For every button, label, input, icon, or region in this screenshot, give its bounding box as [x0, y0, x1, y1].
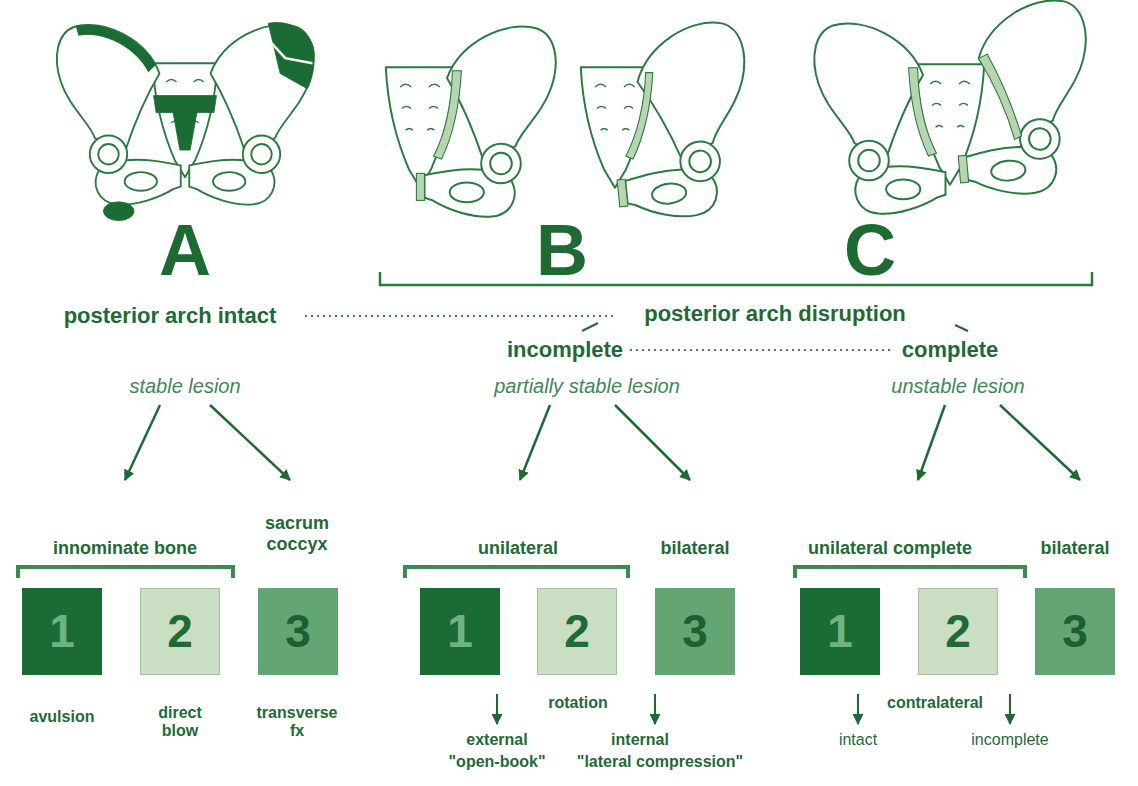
- type-letter: A: [159, 214, 211, 286]
- group-heading: bilateral: [1040, 538, 1109, 559]
- subtype-number: 3: [285, 606, 311, 657]
- symphysis-disruption: [958, 155, 968, 183]
- stability-label: unstable lesion: [891, 375, 1024, 398]
- subcategory-heading: incomplete: [507, 337, 623, 362]
- subtype-number: 1: [49, 606, 75, 657]
- dotted-line: [305, 315, 615, 317]
- group-heading: bilateral: [660, 538, 729, 559]
- branch-arrow: [210, 405, 290, 480]
- type-letter: C: [844, 214, 896, 286]
- sacrum-use: [153, 63, 218, 177]
- subtype-note: contralateral: [887, 694, 983, 712]
- subtype-number: 1: [447, 606, 473, 657]
- half-pelvis: [425, 27, 556, 217]
- category-heading: posterior arch disruption: [644, 301, 906, 326]
- displaced-half-pelvis: [952, 0, 1099, 199]
- down-arrow: [857, 694, 859, 724]
- group-heading: unilateral complete: [808, 538, 972, 559]
- half-pelvis: [610, 19, 760, 222]
- subtype-box: 1: [22, 588, 102, 675]
- subtype-note: intact: [839, 731, 877, 749]
- iliac-fracture: [978, 52, 1021, 142]
- subtype-number: 3: [1062, 606, 1088, 657]
- subtype-box: 3: [1035, 588, 1115, 675]
- subtype-box: 2: [537, 588, 617, 675]
- branch-arrow: [1000, 405, 1080, 480]
- sacral-compression: [626, 73, 653, 159]
- group-bracket: [405, 567, 628, 578]
- symphysis-disruption: [416, 173, 424, 200]
- group-bracket: [795, 567, 1025, 578]
- subtype-box: 1: [420, 588, 500, 675]
- subtype-note: "lateral compression": [577, 753, 743, 771]
- subcategory-heading: complete: [902, 337, 999, 362]
- subtype-box: 2: [140, 588, 220, 675]
- fracture-line: [268, 40, 312, 64]
- subtype-box: 1: [800, 588, 880, 675]
- branch-tick: [955, 325, 968, 331]
- subtype-note: "open-book": [449, 753, 546, 771]
- branch-arrow: [125, 405, 160, 480]
- si-disruption: [909, 68, 937, 156]
- transverse-sacral-fracture: [154, 96, 217, 150]
- avulsion-fracture: [76, 25, 155, 72]
- type-letter: B: [536, 214, 588, 286]
- wing-fracture: [268, 22, 314, 88]
- subtype-note: incomplete: [971, 731, 1048, 749]
- ischial-avulsion: [103, 202, 134, 221]
- subtype-number: 2: [945, 606, 971, 657]
- group-heading: unilateral: [478, 538, 558, 559]
- down-arrow: [496, 694, 498, 724]
- subtype-note: external: [466, 731, 527, 749]
- dotted-line: [630, 349, 893, 351]
- branch-arrow: [520, 405, 550, 480]
- stability-label: partially stable lesion: [494, 375, 680, 398]
- subtype-note: internal: [611, 731, 669, 749]
- sacrum-use: [386, 67, 454, 188]
- subtype-box: 3: [655, 588, 735, 675]
- ramus-fracture: [617, 179, 628, 207]
- subtype-number: 3: [682, 606, 708, 657]
- group-heading: sacrum coccyx: [265, 513, 329, 554]
- si-disruption: [434, 71, 462, 159]
- branch-arrow: [918, 405, 945, 480]
- group-heading: innominate bone: [53, 538, 197, 559]
- down-arrow: [1009, 694, 1011, 724]
- subtype-note: direct blow: [158, 704, 202, 741]
- half-pelvis: [57, 25, 181, 205]
- subtype-note: avulsion: [30, 708, 95, 726]
- group-bracket: [18, 567, 233, 578]
- subtype-number: 2: [564, 606, 590, 657]
- category-heading: posterior arch intact: [64, 303, 277, 328]
- subtype-note: rotation: [548, 694, 608, 712]
- stability-label: stable lesion: [129, 375, 240, 398]
- subtype-box: 3: [258, 588, 338, 675]
- down-arrow: [654, 694, 656, 724]
- subtype-number: 1: [827, 606, 853, 657]
- branch-arrow: [615, 405, 690, 480]
- half-pelvis: [814, 24, 945, 214]
- subtype-note: transverse fx: [257, 704, 338, 741]
- group-bracket: [380, 272, 1092, 285]
- branch-tick: [582, 323, 598, 331]
- subtype-box: 2: [918, 588, 998, 675]
- subtype-number: 2: [167, 606, 193, 657]
